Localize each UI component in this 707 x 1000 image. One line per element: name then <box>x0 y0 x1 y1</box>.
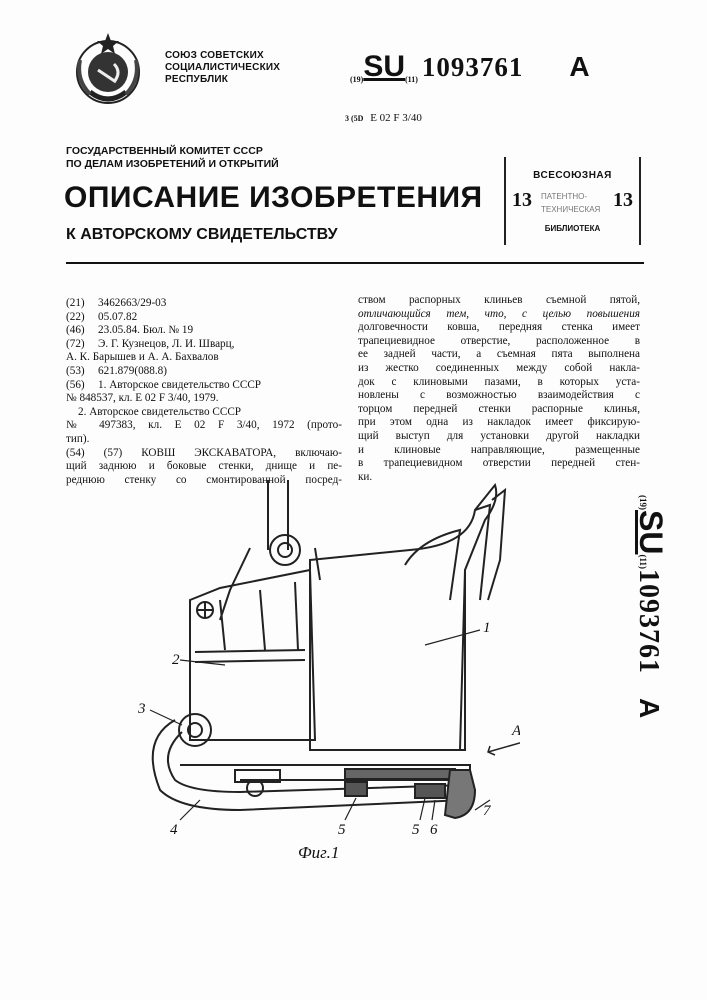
claim-line: торцом передней стенки распорные клинья, <box>358 403 640 417</box>
biblio-value: Э. Г. Кузнецов, Л. И. Шварц, <box>98 338 234 352</box>
claim-line: из жестко соединенных между собой накла- <box>358 362 640 376</box>
committee-line: ГОСУДАРСТВЕННЫЙ КОМИТЕТ СССР <box>66 145 279 158</box>
biblio-row: (72)Э. Г. Кузнецов, Л. И. Шварц, <box>66 338 342 352</box>
claim-line: ее задней части, а съемная пята выполнен… <box>358 348 640 362</box>
biblio-row: 2. Авторское свидетельство СССР <box>66 406 342 420</box>
inid-code-19: (19) <box>638 495 648 510</box>
biblio-value: 2. Авторское свидетельство СССР <box>78 406 241 420</box>
office-code: SU <box>363 50 405 83</box>
biblio-row: (46)23.05.84. Бюл. № 19 <box>66 324 342 338</box>
claim-line: щий выступ для установки другой накладки <box>358 430 640 444</box>
figure-label: 4 <box>170 822 178 838</box>
committee-line: ПО ДЕЛАМ ИЗОБРЕТЕНИЙ И ОТКРЫТИЙ <box>66 158 279 171</box>
committee-name: ГОСУДАРСТВЕННЫЙ КОМИТЕТ СССР ПО ДЕЛАМ ИЗ… <box>66 145 279 171</box>
claim-line: новлены с возможностью взаимодействия с <box>358 389 640 403</box>
biblio-value: № 497383, кл. Е 02 F 3/40, 1972 (прото- <box>66 419 342 433</box>
biblio-value: А. К. Барышев и А. А. Бахвалов <box>66 351 219 365</box>
patent-number: 1093761 <box>422 52 524 82</box>
figure-label: 1 <box>483 620 491 636</box>
biblio-row: (56)1. Авторское свидетельство СССР <box>66 379 342 393</box>
inid-code: (56) <box>66 379 98 393</box>
figure-label: 5 <box>412 822 420 838</box>
claim-line: док с клиновыми пазами, в которых уста- <box>358 376 640 390</box>
claim-line: долговечности ковша, передняя стенка име… <box>358 321 640 335</box>
document-subtitle: К АВТОРСКОМУ СВИДЕТЕЛЬСТВУ <box>66 226 338 244</box>
biblio-value: 3462663/29-03 <box>98 297 166 311</box>
vertical-publication-number: (19)SU(11)1093761A <box>624 495 674 785</box>
inid-code: (46) <box>66 324 98 338</box>
inid-code: (72) <box>66 338 98 352</box>
country-name: СОЮЗ СОВЕТСКИХ СОЦИАЛИСТИЧЕСКИХ РЕСПУБЛИ… <box>165 50 280 86</box>
biblio-value: 05.07.82 <box>98 311 137 325</box>
claim-text: ством распорных клиньев съемной пятой, о… <box>358 294 640 484</box>
kind-code: A <box>634 698 665 718</box>
biblio-value: № 848537, кл. Е 02 F 3/40, 1979. <box>66 392 219 406</box>
biblio-row: (53)621.879(088.8) <box>66 365 342 379</box>
claim-line: при этом одна из накладок имеет фиксирую… <box>358 416 640 430</box>
biblio-value: тип). <box>66 433 89 447</box>
claim-line: ством распорных клиньев съемной пятой, <box>358 294 640 308</box>
inid-code-19: (19) <box>350 75 363 84</box>
stamp-bottom-text: БИБЛИОТЕКА <box>506 224 639 233</box>
figure-label: 2 <box>172 652 180 668</box>
country-line: РЕСПУБЛИК <box>165 74 280 86</box>
figure-label: 7 <box>483 803 492 819</box>
claim-line: (54) (57) КОВШ ЭКСКАВАТОРА, включаю- <box>66 447 342 461</box>
office-code: SU <box>633 510 669 554</box>
state-emblem-icon <box>68 30 148 110</box>
bucket-drawing: 1 2 3 4 5 5 6 7 А Фиг.1 <box>120 470 520 870</box>
biblio-row: № 848537, кл. Е 02 F 3/40, 1979. <box>66 392 342 406</box>
header-divider <box>66 262 644 264</box>
inid-code: (53) <box>66 365 98 379</box>
claim-line: трапециевидное отверстие, расположенное … <box>358 335 640 349</box>
biblio-row: (21)3462663/29-03 <box>66 297 342 311</box>
figure-label: 5 <box>338 822 346 838</box>
biblio-row: (22)05.07.82 <box>66 311 342 325</box>
stamp-mid-text: ТЕХНИЧЕСКАЯ <box>541 205 600 214</box>
biblio-row: А. К. Барышев и А. А. Бахвалов <box>66 351 342 365</box>
publication-number: (19)SU(11) 1093761 A <box>350 50 590 84</box>
inid-code-11: (11) <box>405 75 418 84</box>
biblio-value: 621.879(088.8) <box>98 365 167 379</box>
ipc-classification: 3 (5D E 02 F 3/40 <box>345 112 422 124</box>
claim-line: отличающийся тем, что, с целью повышения <box>358 308 640 322</box>
stamp-left-number: 13 <box>512 189 532 212</box>
kind-code: A <box>569 51 589 82</box>
figure-label: 6 <box>430 822 438 838</box>
inid-code: (21) <box>66 297 98 311</box>
biblio-value: 23.05.84. Бюл. № 19 <box>98 324 193 338</box>
country-line: СОЮЗ СОВЕТСКИХ <box>165 50 280 62</box>
biblio-row: тип). <box>66 433 342 447</box>
ipc-code: E 02 F 3/40 <box>370 112 422 124</box>
stamp-right-number: 13 <box>613 189 633 212</box>
stamp-top-text: ВСЕСОЮЗНАЯ <box>506 170 639 181</box>
figure-caption: Фиг.1 <box>298 843 339 862</box>
biblio-value: 1. Авторское свидетельство СССР <box>98 379 261 393</box>
inid-code: (22) <box>66 311 98 325</box>
library-stamp: ВСЕСОЮЗНАЯ 13 13 ПАТЕНТНО- ТЕХНИЧЕСКАЯ Б… <box>504 157 641 245</box>
arrow-label: А <box>511 723 520 739</box>
stamp-mid-text: ПАТЕНТНО- <box>541 192 587 201</box>
claim-line: в трапециевидном отверстии передней стен… <box>358 457 640 471</box>
figure-label: 3 <box>137 701 146 717</box>
bibliographic-data: (21)3462663/29-03 (22)05.07.82 (46)23.05… <box>66 297 342 487</box>
patent-number: 1093761 <box>633 569 664 674</box>
inid-code-11: (11) <box>638 554 648 569</box>
claim-line: и клиновые направляющие, размещенные <box>358 444 640 458</box>
document-title: ОПИСАНИЕ ИЗОБРЕТЕНИЯ <box>64 181 483 215</box>
ipc-prefix: 3 (5D <box>345 114 363 123</box>
country-line: СОЦИАЛИСТИЧЕСКИХ <box>165 62 280 74</box>
